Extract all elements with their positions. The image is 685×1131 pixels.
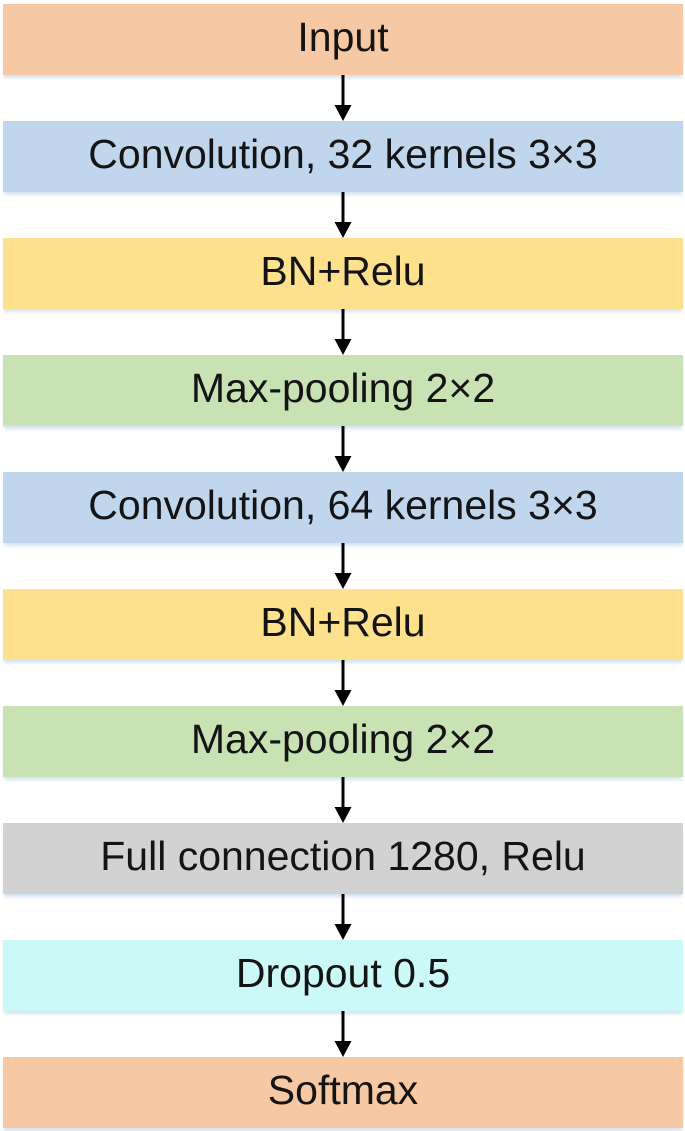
- down-arrow-icon: [334, 192, 352, 238]
- down-arrow: [3, 894, 683, 940]
- node-softmax: Softmax: [3, 1057, 683, 1128]
- node-maxpool2: Max-pooling 2×2: [3, 706, 683, 777]
- down-arrow: [3, 660, 683, 706]
- down-arrow: [3, 309, 683, 355]
- node-label-bn-relu-2: BN+Relu: [260, 599, 426, 645]
- down-arrow: [3, 75, 683, 121]
- down-arrow-icon: [334, 75, 352, 121]
- down-arrow-icon: [334, 777, 352, 823]
- down-arrow-icon: [334, 894, 352, 940]
- down-arrow-icon: [334, 426, 352, 472]
- down-arrow-icon: [334, 1011, 352, 1057]
- node-label-input: Input: [297, 14, 389, 60]
- node-dropout: Dropout 0.5: [3, 940, 683, 1011]
- node-input: Input: [3, 4, 683, 75]
- down-arrow: [3, 426, 683, 472]
- node-bn-relu-1: BN+Relu: [3, 238, 683, 309]
- node-label-maxpool2: Max-pooling 2×2: [190, 716, 496, 762]
- down-arrow: [3, 777, 683, 823]
- node-label-conv1: Convolution, 32 kernels 3×3: [88, 131, 598, 177]
- down-arrow: [3, 192, 683, 238]
- down-arrow: [3, 1011, 683, 1057]
- down-arrow-icon: [334, 543, 352, 589]
- node-label-bn-relu-1: BN+Relu: [260, 248, 426, 294]
- node-conv1: Convolution, 32 kernels 3×3: [3, 121, 683, 192]
- node-label-conv2: Convolution, 64 kernels 3×3: [88, 482, 598, 528]
- down-arrow-icon: [334, 309, 352, 355]
- node-conv2: Convolution, 64 kernels 3×3: [3, 472, 683, 543]
- node-fc: Full connection 1280, Relu: [3, 823, 683, 894]
- node-maxpool1: Max-pooling 2×2: [3, 355, 683, 426]
- down-arrow: [3, 543, 683, 589]
- down-arrow-icon: [334, 660, 352, 706]
- node-label-dropout: Dropout 0.5: [235, 950, 451, 996]
- node-label-fc: Full connection 1280, Relu: [100, 833, 586, 879]
- node-label-softmax: Softmax: [267, 1067, 419, 1113]
- node-bn-relu-2: BN+Relu: [3, 589, 683, 660]
- node-label-maxpool1: Max-pooling 2×2: [190, 365, 496, 411]
